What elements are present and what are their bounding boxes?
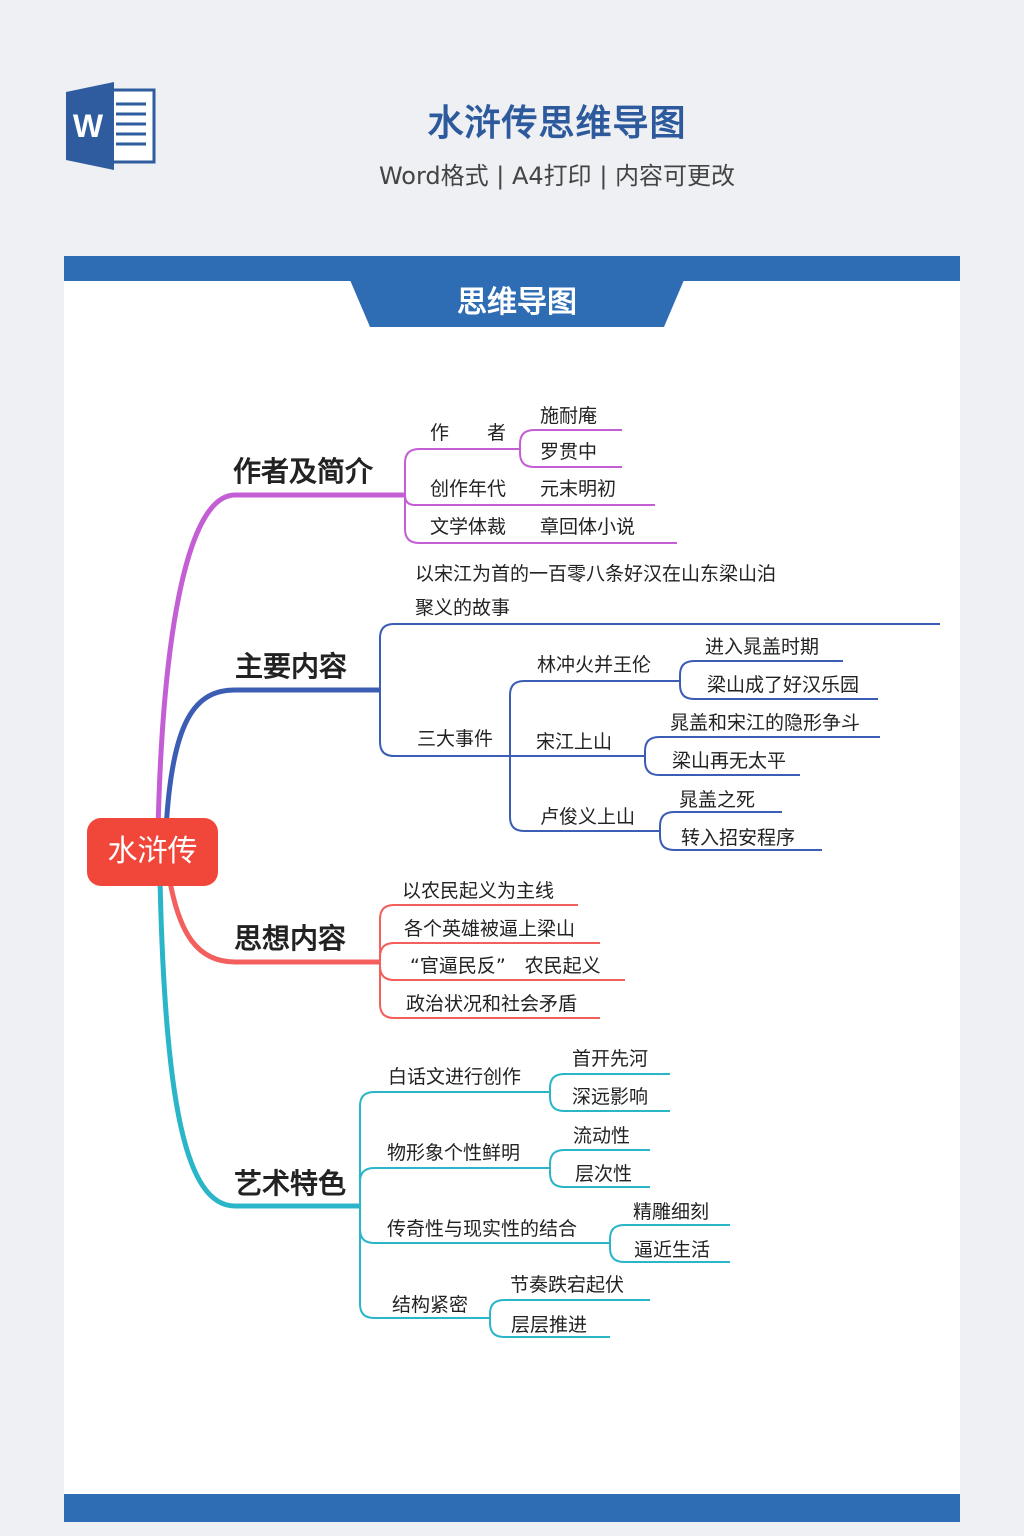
events-connector <box>509 680 680 756</box>
art-detail-connector <box>549 1092 670 1112</box>
content-summary: 以宋江为首的一百零八条好汉在山东梁山泊 <box>415 563 777 585</box>
page-subtitle: Word格式 | A4打印 | 内容可更改 <box>378 162 736 190</box>
art-item: 物形象个性鲜明 <box>387 1142 521 1164</box>
author-key: 作 者 <box>430 422 507 444</box>
event-detail: 晁盖之死 <box>679 789 756 811</box>
art-detail-connector <box>489 1318 610 1338</box>
art-detail-connector <box>549 1073 670 1092</box>
art-item: 白话文进行创作 <box>388 1066 522 1088</box>
events-node: 三大事件 <box>417 728 494 750</box>
art-detail-connector <box>609 1243 730 1263</box>
art-detail-connector <box>609 1224 730 1243</box>
art-detail-connector <box>549 1168 650 1188</box>
thought-connector <box>379 962 600 1019</box>
event-detail: 梁山成了好汉乐园 <box>707 674 860 696</box>
branch-art-line <box>157 879 360 1209</box>
branch-content: 主要内容 <box>235 650 348 683</box>
author-value-connector <box>519 429 622 449</box>
art-detail: 层次性 <box>575 1163 633 1185</box>
event-detail: 转入招安程序 <box>681 827 796 849</box>
banner-label: 思维导图 <box>457 285 577 320</box>
thought-item: 各个英雄被逼上梁山 <box>404 918 576 940</box>
art-detail: 流动性 <box>573 1125 631 1147</box>
art-item: 传奇性与现实性的结合 <box>387 1218 578 1240</box>
author-connector <box>404 448 520 495</box>
branch-author-line <box>155 492 405 831</box>
art-item: 结构紧密 <box>392 1294 469 1316</box>
event-node: 宋江上山 <box>536 731 613 753</box>
top-bar <box>64 256 960 281</box>
thought-item: 政治状况和社会矛盾 <box>406 993 578 1015</box>
word-icon: W <box>66 82 156 170</box>
era-key: 创作年代 <box>430 478 507 500</box>
art-connector <box>359 1167 550 1206</box>
author-value: 罗贯中 <box>540 441 598 463</box>
event-detail: 晁盖和宋江的隐形争斗 <box>670 712 861 734</box>
branch-art: 艺术特色 <box>234 1167 347 1200</box>
author-value: 施耐庵 <box>540 405 598 427</box>
art-detail-connector <box>549 1149 650 1168</box>
event-detail-connector <box>644 756 800 776</box>
art-detail: 层层推进 <box>511 1314 588 1336</box>
page-title: 水浒传思维导图 <box>427 103 687 144</box>
art-connector <box>359 1206 490 1319</box>
branch-thought: 思想内容 <box>234 922 347 955</box>
thought-item: 以农民起义为主线 <box>402 880 555 902</box>
art-detail-connector <box>489 1299 650 1318</box>
genre-key: 文学体裁 <box>430 516 507 538</box>
art-connector <box>359 1091 550 1206</box>
author-connector <box>404 495 677 544</box>
thought-item: “官逼民反” 农民起义 <box>410 955 601 977</box>
branch-thought-line <box>165 869 380 965</box>
event-detail-connector <box>679 681 878 700</box>
root-node: 水浒传 <box>87 818 218 886</box>
event-detail: 梁山再无太平 <box>672 750 787 772</box>
event-detail-connector <box>659 831 822 851</box>
thought-connector <box>379 904 578 962</box>
thought-connector <box>379 942 600 962</box>
event-detail-connector <box>679 660 843 681</box>
content-connector <box>379 623 940 690</box>
events-connector <box>509 756 660 832</box>
art-detail: 逼近生活 <box>634 1239 711 1261</box>
event-node: 林冲火并王伦 <box>537 654 652 676</box>
branch-content-line <box>163 687 380 831</box>
art-detail: 节奏跌宕起伏 <box>510 1274 625 1296</box>
banner-tab: 思维导图 <box>350 280 684 327</box>
event-detail: 进入晁盖时期 <box>705 636 820 658</box>
genre-value: 章回体小说 <box>540 516 636 538</box>
branch-author: 作者及简介 <box>233 455 374 488</box>
svg-text:W: W <box>73 108 104 144</box>
art-detail: 精雕细刻 <box>633 1201 710 1223</box>
content-connector <box>379 690 510 757</box>
event-node: 卢俊义上山 <box>540 806 636 828</box>
mindmap-card <box>64 256 960 1522</box>
event-detail-connector <box>659 811 782 831</box>
bottom-bar <box>64 1494 960 1522</box>
art-detail: 深远影响 <box>572 1086 649 1108</box>
art-detail: 首开先河 <box>572 1048 649 1070</box>
era-value: 元末明初 <box>540 478 617 500</box>
author-value-connector <box>519 449 622 468</box>
event-detail-connector <box>644 736 880 756</box>
content-summary: 聚义的故事 <box>415 597 511 619</box>
